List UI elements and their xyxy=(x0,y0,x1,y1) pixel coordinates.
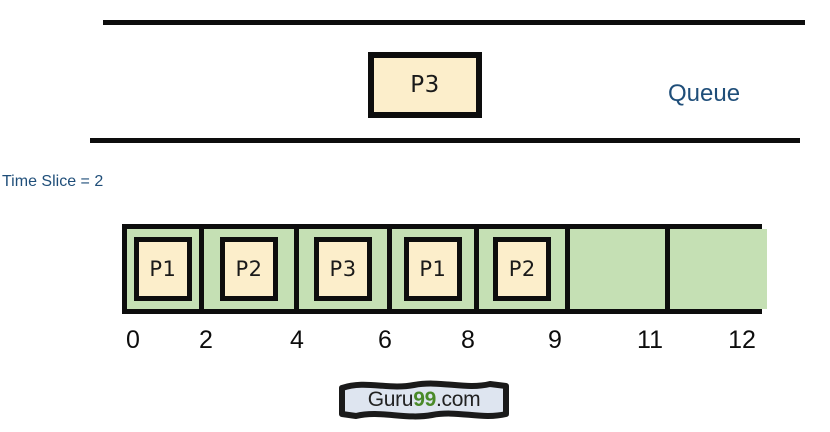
gantt-process-label: P2 xyxy=(235,257,263,281)
watermark-text: Guru 99 .com xyxy=(336,378,512,422)
gantt-cell[interactable] xyxy=(670,229,767,309)
gantt-tick-label: 4 xyxy=(290,326,304,354)
gantt-process-box[interactable]: P2 xyxy=(220,237,279,301)
queue-rail-top-line xyxy=(103,20,805,25)
gantt-process-label: P2 xyxy=(508,257,536,281)
gantt-process-label: P1 xyxy=(419,257,447,281)
time-slice-caption: Time Slice = 2 xyxy=(2,173,104,190)
gantt-process-box[interactable]: P1 xyxy=(403,237,462,301)
queue-process-box[interactable]: P3 xyxy=(368,52,482,118)
watermark-text-dotcom: .com xyxy=(435,388,481,411)
gantt-process-label: P3 xyxy=(329,257,357,281)
gantt-process-box[interactable]: P2 xyxy=(493,237,552,301)
queue-rail-bottom-line xyxy=(90,138,800,143)
gantt-chart: P1 P2 P3 P1 P2 xyxy=(122,224,767,314)
watermark-text-99: 99 xyxy=(413,388,436,411)
gantt-process-box[interactable]: P1 xyxy=(133,237,192,301)
watermark-text-guru: Guru xyxy=(367,388,414,411)
gantt-timeline-axis: 0 2 4 6 8 9 11 12 xyxy=(0,326,830,362)
gantt-cell[interactable]: P3 xyxy=(299,229,392,309)
gantt-cell[interactable]: P2 xyxy=(203,229,300,309)
gantt-tick-label: 6 xyxy=(378,326,392,354)
queue-region: P3 Queue xyxy=(0,0,830,150)
queue-title-label: Queue xyxy=(668,80,741,107)
guru99-watermark: Guru 99 .com xyxy=(336,378,512,422)
gantt-cell[interactable] xyxy=(570,229,671,309)
gantt-tick-label: 8 xyxy=(461,326,475,354)
gantt-cell[interactable]: P1 xyxy=(391,229,480,309)
watermark-badge-shape xyxy=(339,380,509,420)
gantt-cell[interactable]: P2 xyxy=(479,229,571,309)
gantt-tick-label: 0 xyxy=(126,326,140,354)
gantt-process-label: P1 xyxy=(149,257,177,281)
gantt-process-box[interactable]: P3 xyxy=(314,237,373,301)
gantt-tick-label: 9 xyxy=(548,326,562,354)
gantt-tick-label: 12 xyxy=(728,326,756,354)
gantt-tick-label: 11 xyxy=(637,326,663,354)
queue-process-label: P3 xyxy=(410,72,440,98)
gantt-cell[interactable]: P1 xyxy=(127,229,204,309)
gantt-tick-label: 2 xyxy=(199,326,213,354)
